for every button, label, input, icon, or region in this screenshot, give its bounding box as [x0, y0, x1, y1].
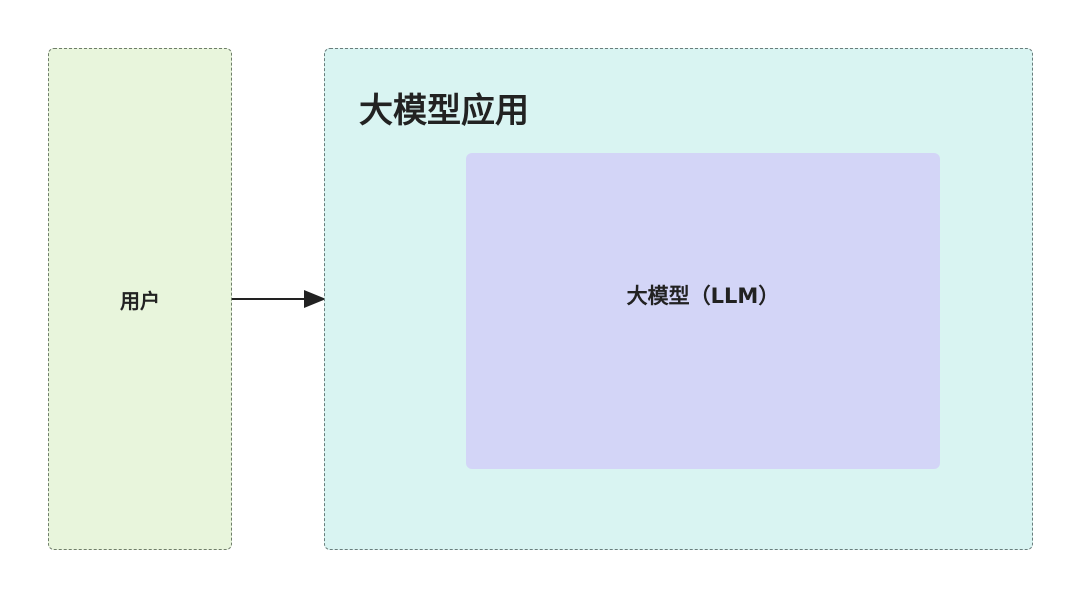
user-box: 用户: [48, 48, 232, 550]
user-label: 用户: [120, 288, 160, 313]
llm-box: 大模型（LLM）: [466, 153, 940, 469]
app-box: 大模型应用 大模型（LLM）: [324, 48, 1033, 550]
arrow-head-icon: [304, 290, 326, 308]
llm-label: 大模型（LLM）: [626, 284, 780, 308]
app-title: 大模型应用: [359, 91, 529, 131]
